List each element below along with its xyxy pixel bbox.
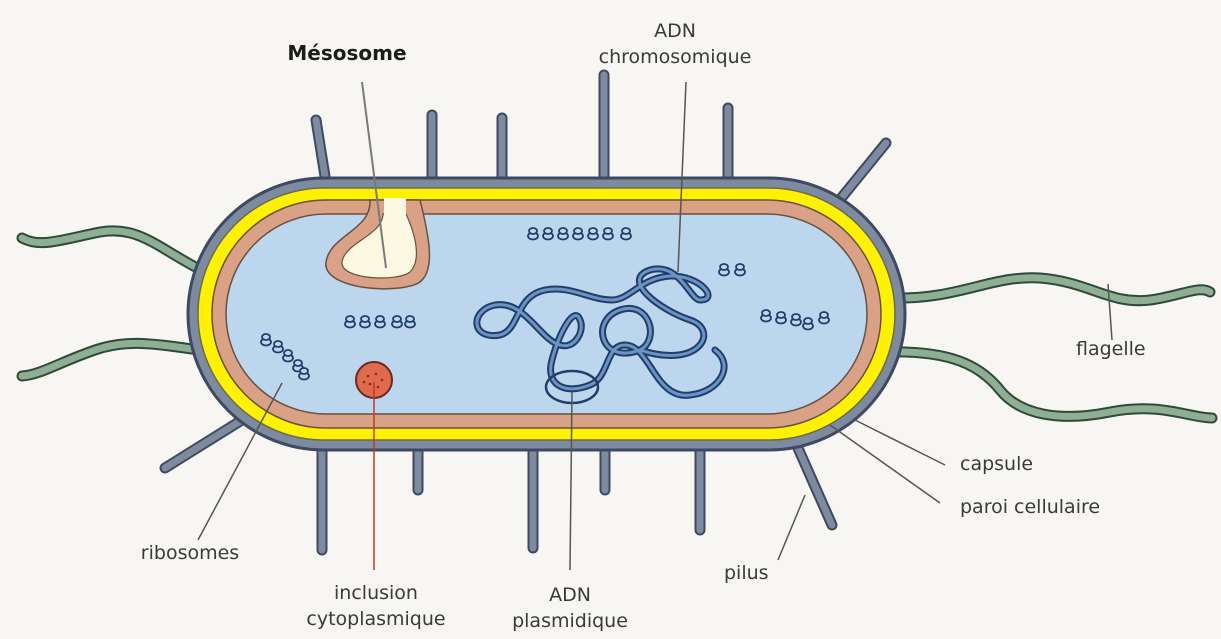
label-adn-chromosomique-line1: ADN [590, 20, 760, 42]
label-inclusion-line1: inclusion [296, 582, 456, 604]
label-paroi-cellulaire: paroi cellulaire [960, 496, 1100, 518]
label-ribosomes: ribosomes [120, 542, 260, 564]
leader-pilus [778, 495, 805, 560]
leader-capsule [855, 420, 945, 465]
leader-paroi [830, 425, 940, 503]
label-capsule: capsule [960, 453, 1033, 475]
label-inclusion-line2: cytoplasmique [286, 608, 466, 630]
label-adn-plasmidique-line2: plasmidique [486, 610, 654, 632]
flagellum-left-top [22, 231, 205, 272]
label-pilus: pilus [724, 562, 769, 584]
label-mesosome: Mésosome [262, 42, 432, 64]
label-flagelle: flagelle [1076, 338, 1146, 360]
label-adn-plasmidique-line1: ADN [500, 584, 640, 606]
label-adn-chromosomique-line2: chromosomique [590, 46, 760, 68]
